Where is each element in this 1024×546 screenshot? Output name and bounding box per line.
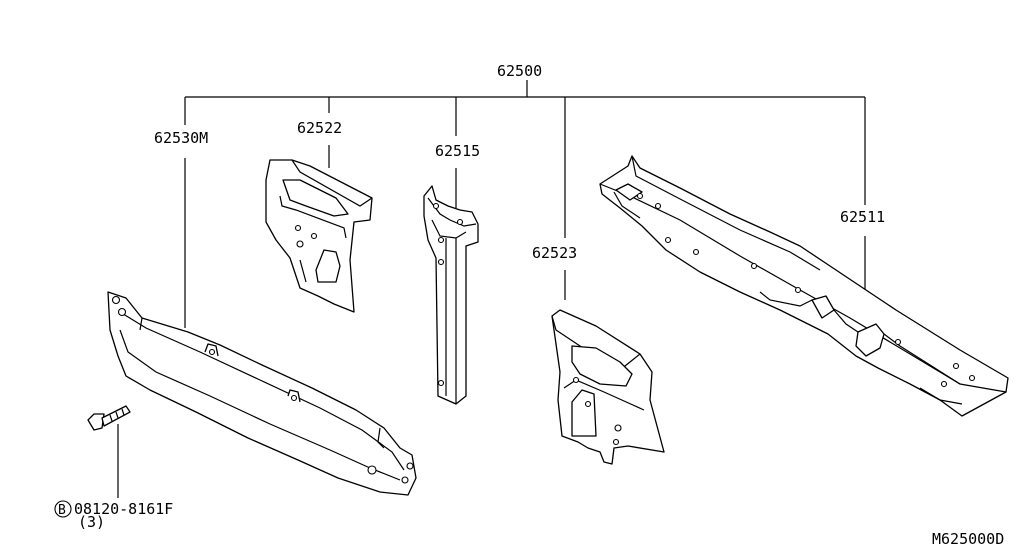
label-62522: 62522 <box>297 119 342 137</box>
part-62515-vertical-stay <box>423 185 479 405</box>
part-62522-side-bracket <box>265 159 373 313</box>
part-62511-upper-support <box>599 155 1009 417</box>
label-62530m: 62530M <box>154 129 208 147</box>
label-62511: 62511 <box>840 208 885 226</box>
bolt-callout: B 08120-8161F (3) <box>54 500 173 531</box>
bolt-part-number: 08120-8161F <box>74 500 173 518</box>
bolt-quantity: (3) <box>78 513 105 531</box>
bolt-symbol: B <box>58 503 66 518</box>
part-62523-side-bracket <box>551 309 665 465</box>
bolt-icon <box>87 405 131 431</box>
label-62515: 62515 <box>435 142 480 160</box>
label-62500: 62500 <box>497 62 542 80</box>
bolt-symbol-circle <box>54 500 72 518</box>
assembly-leader-lines <box>184 80 866 238</box>
part-62530m-lower-support <box>107 291 417 496</box>
label-62523: 62523 <box>532 244 577 262</box>
diagram-code: M625000D <box>932 530 1004 546</box>
